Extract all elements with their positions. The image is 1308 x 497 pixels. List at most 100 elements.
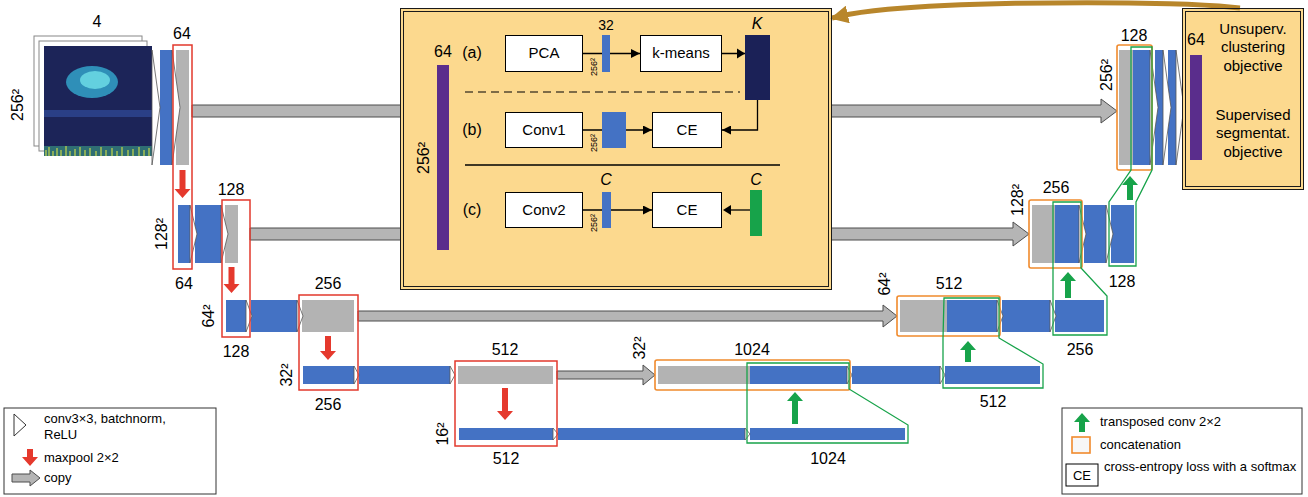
dimension-label: 4 (93, 14, 102, 30)
dimension-label: 256 (1043, 180, 1070, 196)
dimension-label: 512 (980, 394, 1007, 410)
label-arrow (730, 209, 750, 210)
legend-entry: cross-entropy loss with a softmax (1104, 459, 1298, 475)
arrow-head (723, 205, 731, 215)
legend-entry: copy (44, 470, 212, 486)
concat-outline (655, 360, 850, 390)
dimension-label: 1024 (734, 342, 770, 358)
dimension-label: 128 (223, 344, 250, 360)
feature-map (602, 112, 626, 148)
upconv-outline (1109, 47, 1152, 266)
upconv-outline (943, 298, 1043, 388)
dimension-label: 256² (590, 214, 599, 232)
dashed-divider (465, 91, 740, 92)
conv-chevron (190, 205, 197, 263)
legend-text: transposed conv 2×2 (1100, 414, 1221, 429)
legend-text: cross-entropy loss with a softmax (1104, 459, 1296, 474)
dimension-label: 256² (590, 58, 599, 76)
dimension-label: 16² (435, 422, 451, 445)
upconv-arrow (960, 341, 976, 362)
image-blob (80, 71, 110, 89)
maxpool-arrow (175, 170, 191, 198)
legend-entry: maxpool 2×2 (44, 450, 212, 466)
legend-loss-sample (1066, 464, 1098, 486)
feature-map (852, 366, 940, 384)
dimension-label: C (750, 172, 762, 188)
dimension-label: 256² (1099, 59, 1115, 91)
upconv-outline (1053, 202, 1107, 335)
panel-label: (a) (462, 43, 482, 63)
box-label: CE (677, 121, 698, 139)
dimension-label: K (752, 16, 763, 32)
copy-arrow (557, 365, 655, 385)
dimension-label: 64 (1187, 32, 1205, 48)
feature-map (1084, 205, 1106, 263)
feature-map (1055, 205, 1079, 263)
box-label: PCA (529, 44, 560, 62)
dimension-label: 32 (598, 18, 614, 32)
feature-map (947, 300, 997, 332)
feature-map (658, 366, 750, 384)
conv-chevron (297, 300, 303, 332)
legend-text: concatenation (1100, 437, 1181, 452)
upconv-arrow (1060, 272, 1076, 298)
box-label: Conv2 (522, 201, 565, 219)
feature-map (303, 366, 354, 384)
dimension-label: 512 (493, 451, 520, 467)
dimension-label: 64² (201, 304, 217, 327)
dimension-label: 128² (154, 218, 170, 250)
dimension-label: 1024 (810, 451, 846, 467)
concat-outline (1029, 200, 1082, 268)
feature-map (459, 428, 553, 440)
maxpool-arrow (497, 388, 513, 420)
label-map (750, 190, 762, 236)
legend-text: copy (44, 470, 71, 485)
solid-divider (465, 164, 780, 165)
dimension-label: 256² (590, 134, 599, 152)
conv-chevron (1163, 50, 1171, 165)
dimension-label: 128 (1109, 274, 1136, 290)
dimension-label: 64 (175, 276, 193, 292)
feature-map (178, 205, 190, 263)
legend-box (1062, 408, 1302, 494)
dimension-label: 256² (416, 142, 432, 174)
feature-map (750, 366, 847, 384)
output-map (437, 65, 449, 250)
dimension-label: 64² (877, 272, 893, 295)
feature-map (359, 366, 450, 384)
image-band (44, 110, 152, 117)
loss-box: CE (652, 192, 722, 228)
panel-ground (400, 8, 832, 290)
legend-box (4, 408, 216, 494)
dimension-label: 64 (173, 26, 191, 42)
concat-outline (1117, 45, 1152, 170)
panel-label: (c) (463, 200, 482, 220)
upconv-arrow (1122, 176, 1138, 200)
dimension-label: 256 (315, 397, 342, 413)
feature-map (1002, 300, 1050, 332)
legend-text: maxpool 2×2 (44, 450, 119, 465)
concat-outline (897, 296, 1000, 336)
cluster-map (745, 35, 770, 100)
box-label: k-means (652, 44, 710, 62)
dimension-label: CE (1073, 469, 1091, 482)
objective-label: Supervised segmentat. objective (1208, 106, 1298, 161)
feature-map (195, 205, 221, 263)
panel-ground (1182, 8, 1304, 190)
feature-map (1133, 50, 1150, 165)
feature-map (945, 366, 1040, 384)
legend-conv-sample (14, 414, 26, 436)
legend-maxpool-sample (22, 449, 38, 466)
feature-map (750, 428, 905, 440)
legend-upconv-sample (1074, 413, 1090, 432)
flow-arrow (583, 209, 652, 210)
process-box: PCA (505, 35, 583, 72)
feature-map (226, 300, 246, 332)
feature-map (251, 300, 297, 332)
dimension-label: 256 (1067, 342, 1094, 358)
dimension-label: 128 (218, 182, 245, 198)
feature-map (602, 35, 610, 72)
maxpool-outline (173, 45, 192, 269)
input-image (44, 46, 152, 156)
maxpool-outline (455, 361, 557, 446)
